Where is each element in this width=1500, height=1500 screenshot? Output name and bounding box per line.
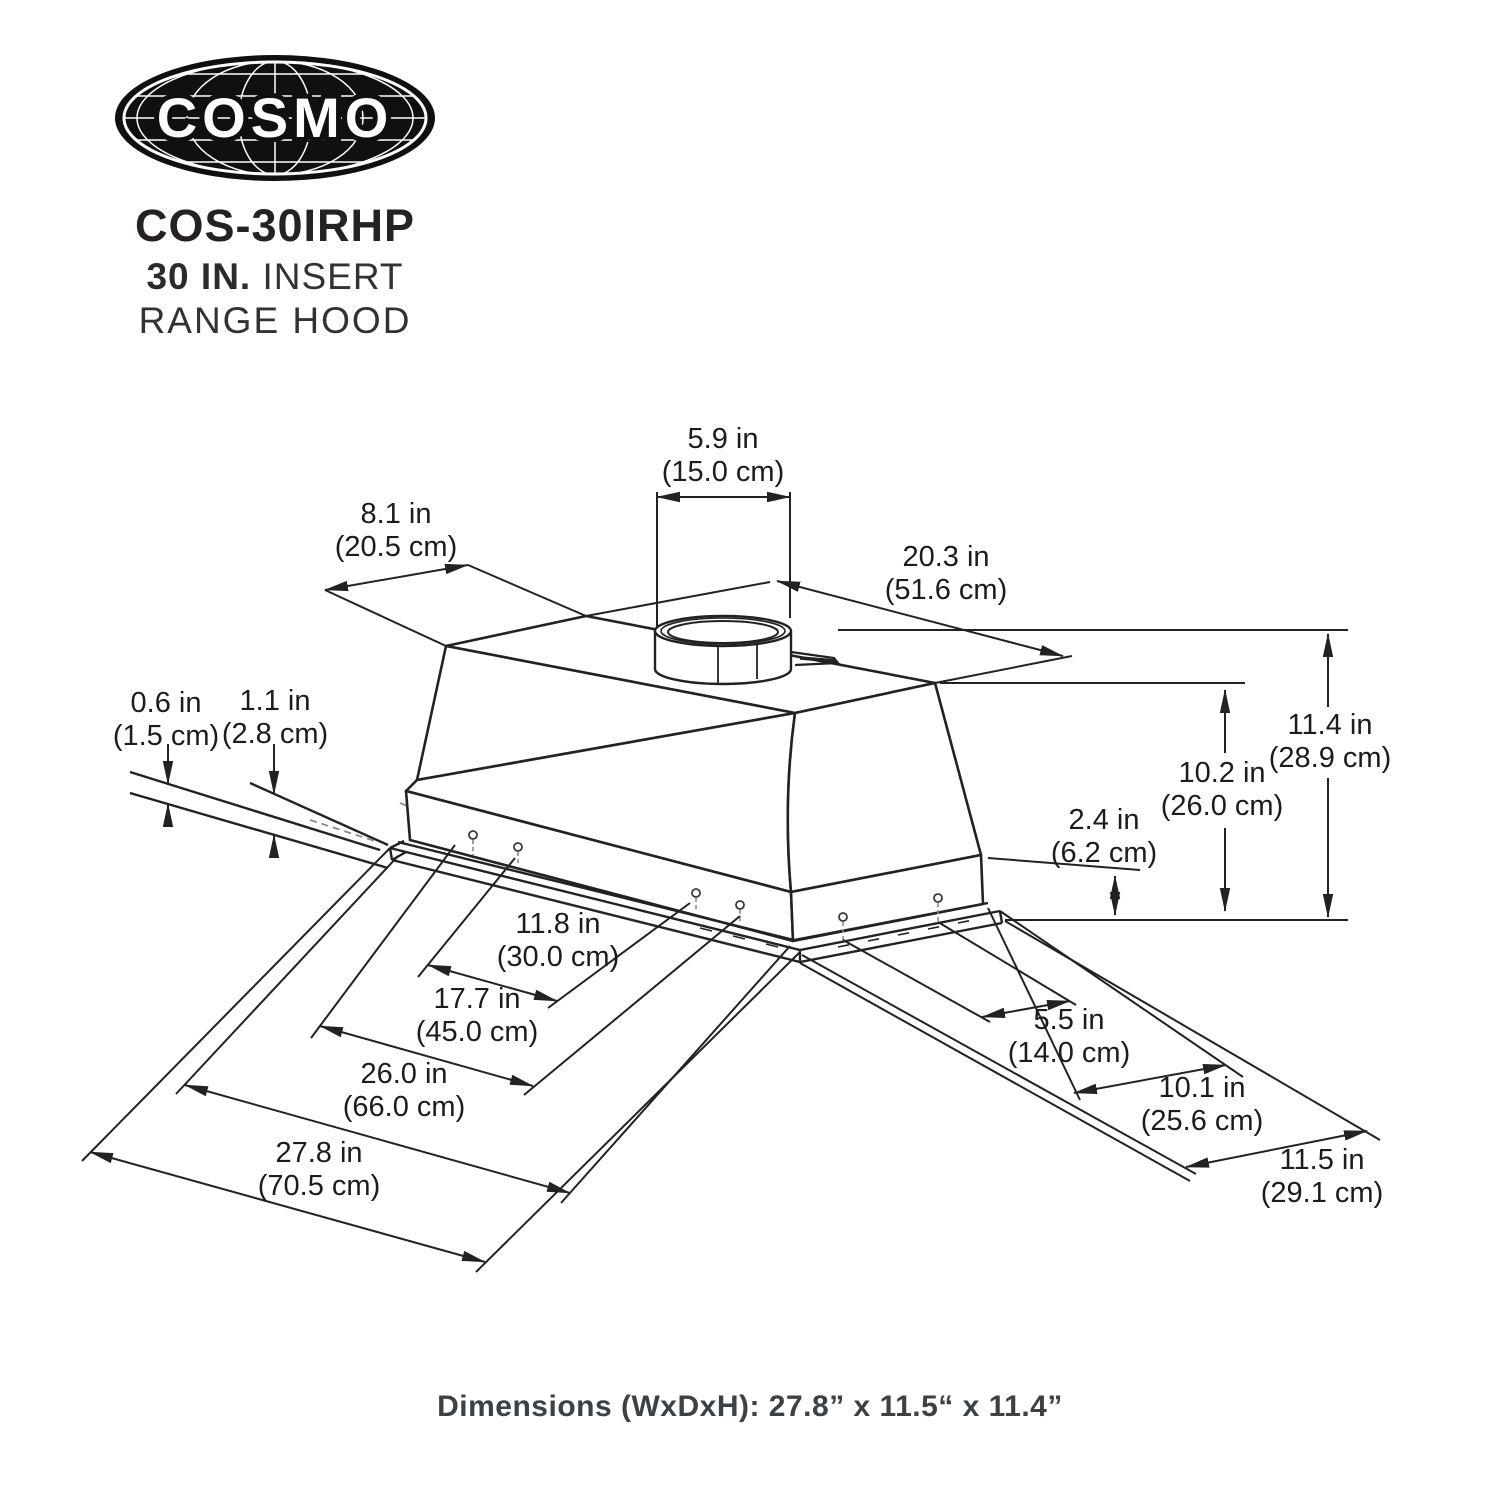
dim-base-height: 2.4 in(6.2 cm): [1050, 804, 1158, 869]
product-subtitle: 30 IN. INSERT: [146, 256, 404, 297]
dim-lip-thickness: 0.6 in(1.5 cm): [112, 687, 220, 752]
cosmo-logo: COSMO: [115, 55, 435, 181]
ext-hole-spacing-depth: [842, 921, 1077, 1023]
dim-duct-width: 5.9 in(15.0 cm): [661, 423, 785, 488]
dim-inner-width: 26.0 in(66.0 cm): [342, 1058, 466, 1123]
dim-inner-depth: 10.1 in(25.6 cm): [1140, 1072, 1264, 1137]
ext-hole-span-width: [310, 844, 741, 1096]
hood-body: [404, 614, 985, 943]
ext-overall-depth: [799, 920, 1381, 1182]
dim-total-height: 11.4 in(28.9 cm): [1268, 709, 1392, 774]
arrow-top-depth-left: [324, 563, 469, 592]
flange-slots: [699, 920, 970, 948]
globe-grid-icon: [125, 63, 425, 173]
ext-top-width: [585, 581, 1073, 684]
ext-top-depth-left: [324, 564, 587, 647]
dimension-lines: [81, 491, 1381, 1273]
arrow-overall-depth: [1185, 1130, 1368, 1168]
arrow-inner-width: [184, 1084, 571, 1194]
ext-inner-depth: [987, 907, 1244, 1101]
product-subtitle-line2: RANGE HOOD: [138, 300, 412, 341]
collar-seams: [717, 645, 758, 683]
logo-captions: COS-30IRHP 30 IN. INSERT RANGE HOOD: [108, 188, 442, 342]
arrow-overall-width: [89, 1151, 486, 1263]
ref-base-top: [987, 857, 1141, 871]
dim-hole-spacing-width: 11.8 in(30.0 cm): [496, 908, 620, 973]
arrow-hole-span-width: [319, 1025, 534, 1087]
dim-hole-spacing-depth: 5.5 in(14.0 cm): [1007, 1004, 1131, 1069]
dim-reveal-height: 1.1 in(2.8 cm): [221, 685, 329, 750]
dim-top-depth-left: 8.1 in(20.5 cm): [334, 498, 458, 563]
mounting-flange: [388, 839, 1004, 964]
overall-dimensions-caption: Dimensions (WxDxH): 27.8” x 11.5“ x 11.4…: [437, 1390, 1063, 1423]
arrow-inner-depth: [1073, 1064, 1227, 1094]
logo-ring: [122, 60, 428, 176]
dim-hole-span-width: 17.7 in(45.0 cm): [415, 983, 539, 1048]
dim-overall-width: 27.8 in(70.5 cm): [257, 1137, 381, 1202]
model-number: COS-30IRHP: [134, 200, 416, 251]
dim-top-width: 20.3 in(51.6 cm): [884, 541, 1008, 606]
dim-body-height: 10.2 in(26.0 cm): [1160, 757, 1284, 822]
arrow-hole-spacing-depth: [981, 999, 1071, 1019]
damper-tab-bar: [799, 656, 837, 663]
ext-duct: [656, 492, 791, 627]
arrow-hole-spacing-width: [427, 964, 558, 1002]
logo-brand-text: COSMO: [157, 86, 394, 149]
ext-overall-width: [81, 847, 801, 1273]
dim-overall-depth: 11.5 in(29.1 cm): [1260, 1144, 1384, 1209]
arrow-top-width: [776, 580, 1064, 657]
ext-hole-spacing-width: [417, 857, 691, 1009]
